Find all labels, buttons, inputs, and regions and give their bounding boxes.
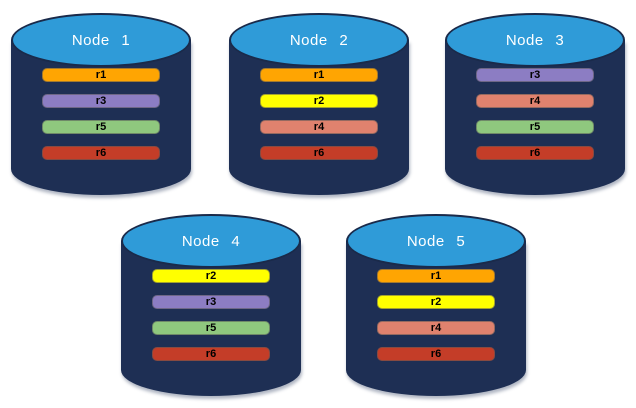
replica-bar: r3 bbox=[152, 295, 270, 309]
node-title: Node 1 bbox=[71, 31, 131, 49]
node-1-replica-list: r1 r3 r5 r6 bbox=[42, 68, 160, 160]
replica-bar: r6 bbox=[152, 347, 270, 361]
node-5-cylinder-top: Node 5 bbox=[346, 214, 526, 268]
node-1-cylinder: r1 r3 r5 r6 Node 1 bbox=[11, 13, 191, 195]
replica-bar: r1 bbox=[377, 269, 495, 283]
node-title: Node 2 bbox=[289, 31, 349, 49]
node-title: Node 5 bbox=[406, 232, 466, 250]
replica-bar: r1 bbox=[260, 68, 378, 82]
replica-bar: r4 bbox=[260, 120, 378, 134]
replica-bar: r2 bbox=[152, 269, 270, 283]
replica-bar: r6 bbox=[42, 146, 160, 160]
node-4-cylinder-top: Node 4 bbox=[121, 214, 301, 268]
node-title: Node 4 bbox=[181, 232, 241, 250]
node-1-cylinder-top: Node 1 bbox=[11, 13, 191, 67]
replica-bar: r6 bbox=[476, 146, 594, 160]
node-3-cylinder-top: Node 3 bbox=[445, 13, 625, 67]
replica-bar: r1 bbox=[42, 68, 160, 82]
node-2-replica-list: r1 r2 r4 r6 bbox=[260, 68, 378, 160]
replica-bar: r5 bbox=[476, 120, 594, 134]
node-4-cylinder: r2 r3 r5 r6 Node 4 bbox=[121, 214, 301, 396]
node-5-cylinder: r1 r2 r4 r6 Node 5 bbox=[346, 214, 526, 396]
node-4-replica-list: r2 r3 r5 r6 bbox=[152, 269, 270, 361]
replica-bar: r4 bbox=[377, 321, 495, 335]
replica-bar: r2 bbox=[377, 295, 495, 309]
node-3-replica-list: r3 r4 r5 r6 bbox=[476, 68, 594, 160]
replica-bar: r5 bbox=[152, 321, 270, 335]
node-title: Node 3 bbox=[505, 31, 565, 49]
replica-bar: r6 bbox=[260, 146, 378, 160]
node-2-cylinder: r1 r2 r4 r6 Node 2 bbox=[229, 13, 409, 195]
replica-bar: r5 bbox=[42, 120, 160, 134]
replica-bar: r3 bbox=[42, 94, 160, 108]
node-2-cylinder-top: Node 2 bbox=[229, 13, 409, 67]
replica-bar: r4 bbox=[476, 94, 594, 108]
node-5-replica-list: r1 r2 r4 r6 bbox=[377, 269, 495, 361]
replica-bar: r2 bbox=[260, 94, 378, 108]
node-3-cylinder: r3 r4 r5 r6 Node 3 bbox=[445, 13, 625, 195]
replica-bar: r3 bbox=[476, 68, 594, 82]
replica-bar: r6 bbox=[377, 347, 495, 361]
